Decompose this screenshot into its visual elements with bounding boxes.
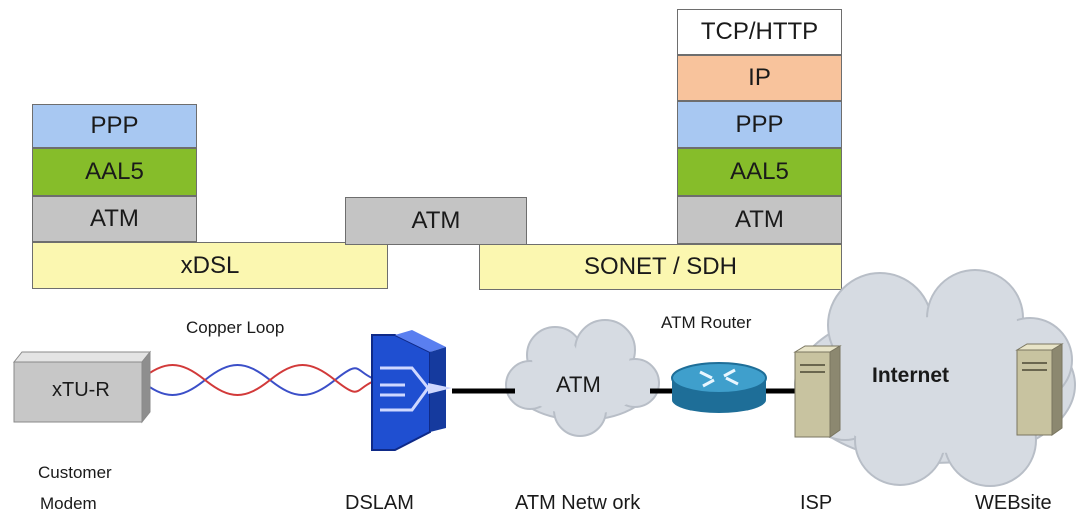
customer-aal5-layer: AAL5 [32, 148, 197, 196]
modem-box-label: xTU-R [52, 379, 110, 401]
customer-label: Customer [38, 463, 112, 482]
sonet-sdh-layer: SONET / SDH [479, 244, 842, 290]
customer-atm-layer: ATM [32, 196, 197, 242]
atm-cloud [505, 319, 660, 437]
website-label: WEBsite [975, 492, 1052, 514]
dslam-icon [371, 330, 452, 451]
isp-server-icon [793, 345, 842, 438]
isp-tcp-http-layer: TCP/HTTP [677, 9, 842, 55]
internet-cloud-label: Internet [872, 364, 950, 387]
customer-ppp-layer: PPP [32, 104, 197, 148]
atm-cloud-label: ATM [556, 372, 601, 397]
isp-ppp-layer: PPP [677, 101, 842, 148]
internet-cloud [794, 269, 1076, 487]
dslam-label: DSLAM [345, 492, 414, 514]
copper-loop-label: Copper Loop [186, 318, 285, 337]
isp-label: ISP [800, 492, 833, 514]
modem-label: Modem [40, 494, 97, 513]
atm-router-icon [671, 362, 767, 413]
website-server-icon [1015, 343, 1064, 436]
isp-ip-layer: IP [677, 55, 842, 101]
isp-aal5-layer: AAL5 [677, 148, 842, 196]
network-atm-layer: ATM [345, 197, 527, 245]
xdsl-layer: xDSL [32, 242, 388, 289]
atm-network-label: ATM Netw ork [515, 492, 641, 514]
modem-box [12, 350, 152, 424]
atm-router-label: ATM Router [661, 313, 752, 332]
isp-atm-layer: ATM [677, 196, 842, 244]
copper-pair-red [139, 364, 373, 396]
